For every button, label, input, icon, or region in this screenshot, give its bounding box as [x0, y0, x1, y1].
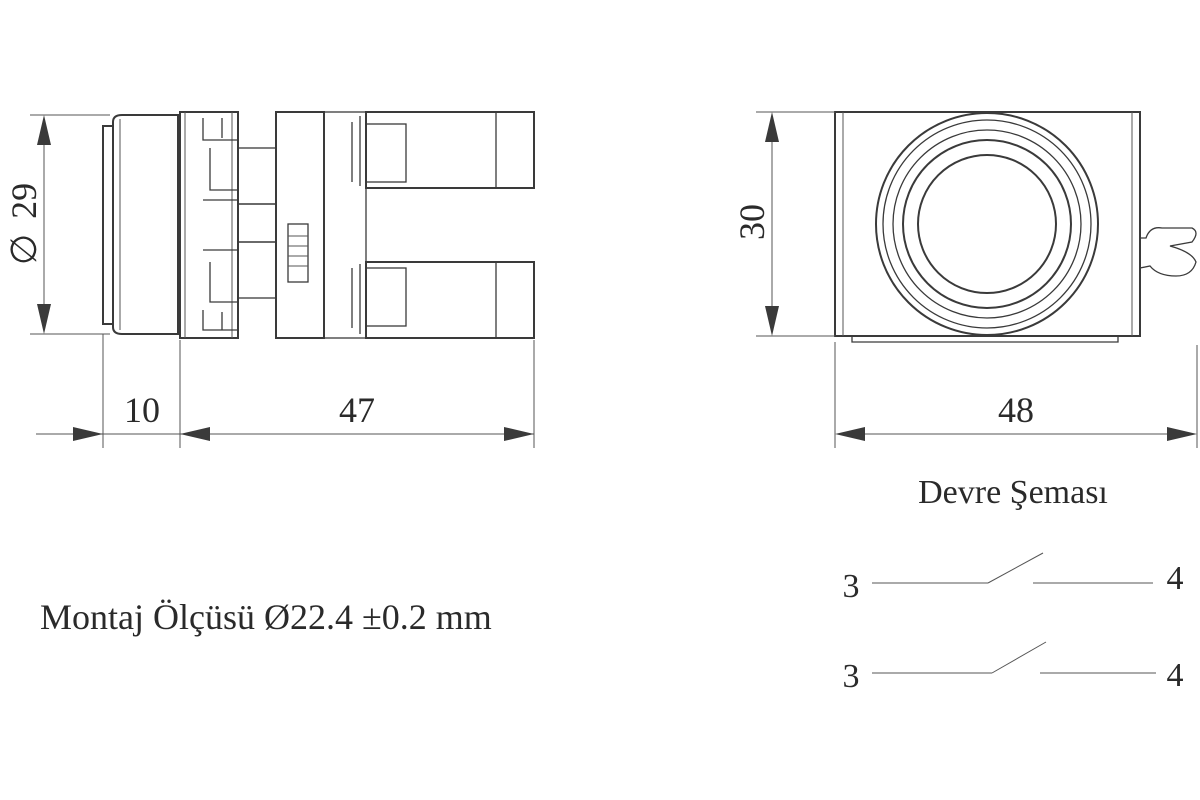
circuit-diagram: Devre Şeması 3 4 3 4 — [843, 474, 1184, 695]
width-label: 48 — [998, 390, 1034, 430]
contact-2-right-terminal: 4 — [1167, 657, 1184, 694]
contact-1-right-terminal: 4 — [1167, 560, 1184, 597]
length-dimensions: 10 47 — [36, 334, 535, 448]
front-length-label: 10 — [124, 390, 160, 430]
latch — [287, 223, 309, 283]
diameter-value: 29 — [4, 183, 44, 219]
svg-text:∅ 29: ∅ 29 — [4, 183, 44, 265]
button-head — [112, 114, 179, 335]
button-lens-front — [102, 125, 114, 325]
contact-1-left-terminal: 3 — [843, 568, 860, 605]
contact-block — [275, 111, 325, 339]
side-view — [102, 111, 535, 339]
mounting-dimension-text: Montaj Ölçüsü Ø22.4 ±0.2 mm — [40, 597, 492, 637]
body-length-label: 47 — [339, 390, 375, 430]
height-dimension: 30 — [732, 111, 835, 337]
diameter-dimension: ∅ 29 — [4, 114, 110, 335]
width-dimension: 48 — [834, 342, 1198, 448]
height-label: 30 — [732, 204, 772, 240]
front-housing — [834, 111, 1141, 337]
circuit-title: Devre Şeması — [918, 474, 1108, 511]
mounting-collar — [179, 111, 239, 339]
diameter-symbol: ∅ — [4, 234, 44, 265]
front-view — [834, 111, 1197, 343]
contact-2-left-terminal: 3 — [843, 658, 860, 695]
button-center — [917, 154, 1057, 294]
contact-row-1: 3 4 — [843, 552, 1184, 605]
terminal-tab — [1139, 227, 1197, 277]
button-outer-ring — [875, 112, 1099, 336]
contact-row-2: 3 4 — [843, 641, 1184, 695]
